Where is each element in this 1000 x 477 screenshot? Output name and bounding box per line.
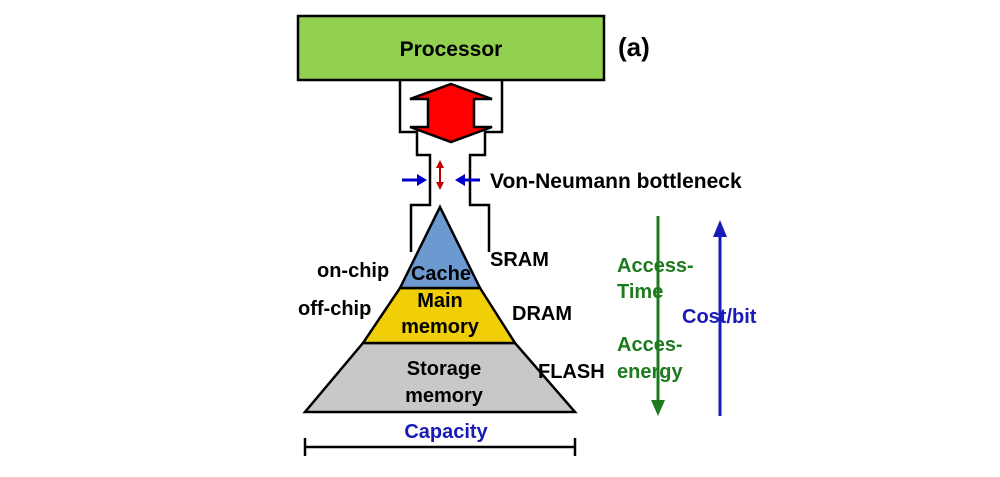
bottleneck-label: Von-Neumann bottleneck [490, 170, 742, 193]
storage-memory-label-line1: Storage [407, 358, 481, 380]
flash-label: FLASH [538, 361, 605, 383]
cache-label: Cache [411, 263, 471, 285]
bus-arrow-shape [409, 82, 493, 144]
cost-bit-arrow-icon [713, 220, 727, 416]
access-time-label-line1: Access- [617, 255, 694, 277]
processor-label: Processor [400, 38, 503, 61]
panel-label: (a) [618, 32, 650, 62]
sram-label: SRAM [490, 249, 549, 271]
dram-label: DRAM [512, 303, 572, 325]
cost-bit-label: Cost/bit [682, 306, 757, 328]
storage-memory-label-line2: memory [405, 385, 484, 407]
capacity-bracket [303, 438, 577, 456]
off-chip-label: off-chip [298, 298, 371, 320]
main-memory-label-line1: Main [417, 290, 463, 312]
access-time-label-line2: Time [617, 281, 663, 303]
squeeze-left-arrow-icon [402, 174, 427, 186]
access-energy-label-line1: Acces- [617, 334, 683, 356]
squeeze-right-arrow-icon [455, 174, 480, 186]
on-chip-label: on-chip [317, 260, 389, 282]
capacity-label: Capacity [404, 421, 488, 443]
processor-box [296, 14, 606, 82]
bus-outline [398, 80, 504, 252]
access-energy-label-line2: energy [617, 361, 683, 383]
cache-layer [397, 204, 483, 290]
main-memory-label-line2: memory [401, 316, 480, 338]
access-time-arrow-icon [651, 216, 665, 416]
